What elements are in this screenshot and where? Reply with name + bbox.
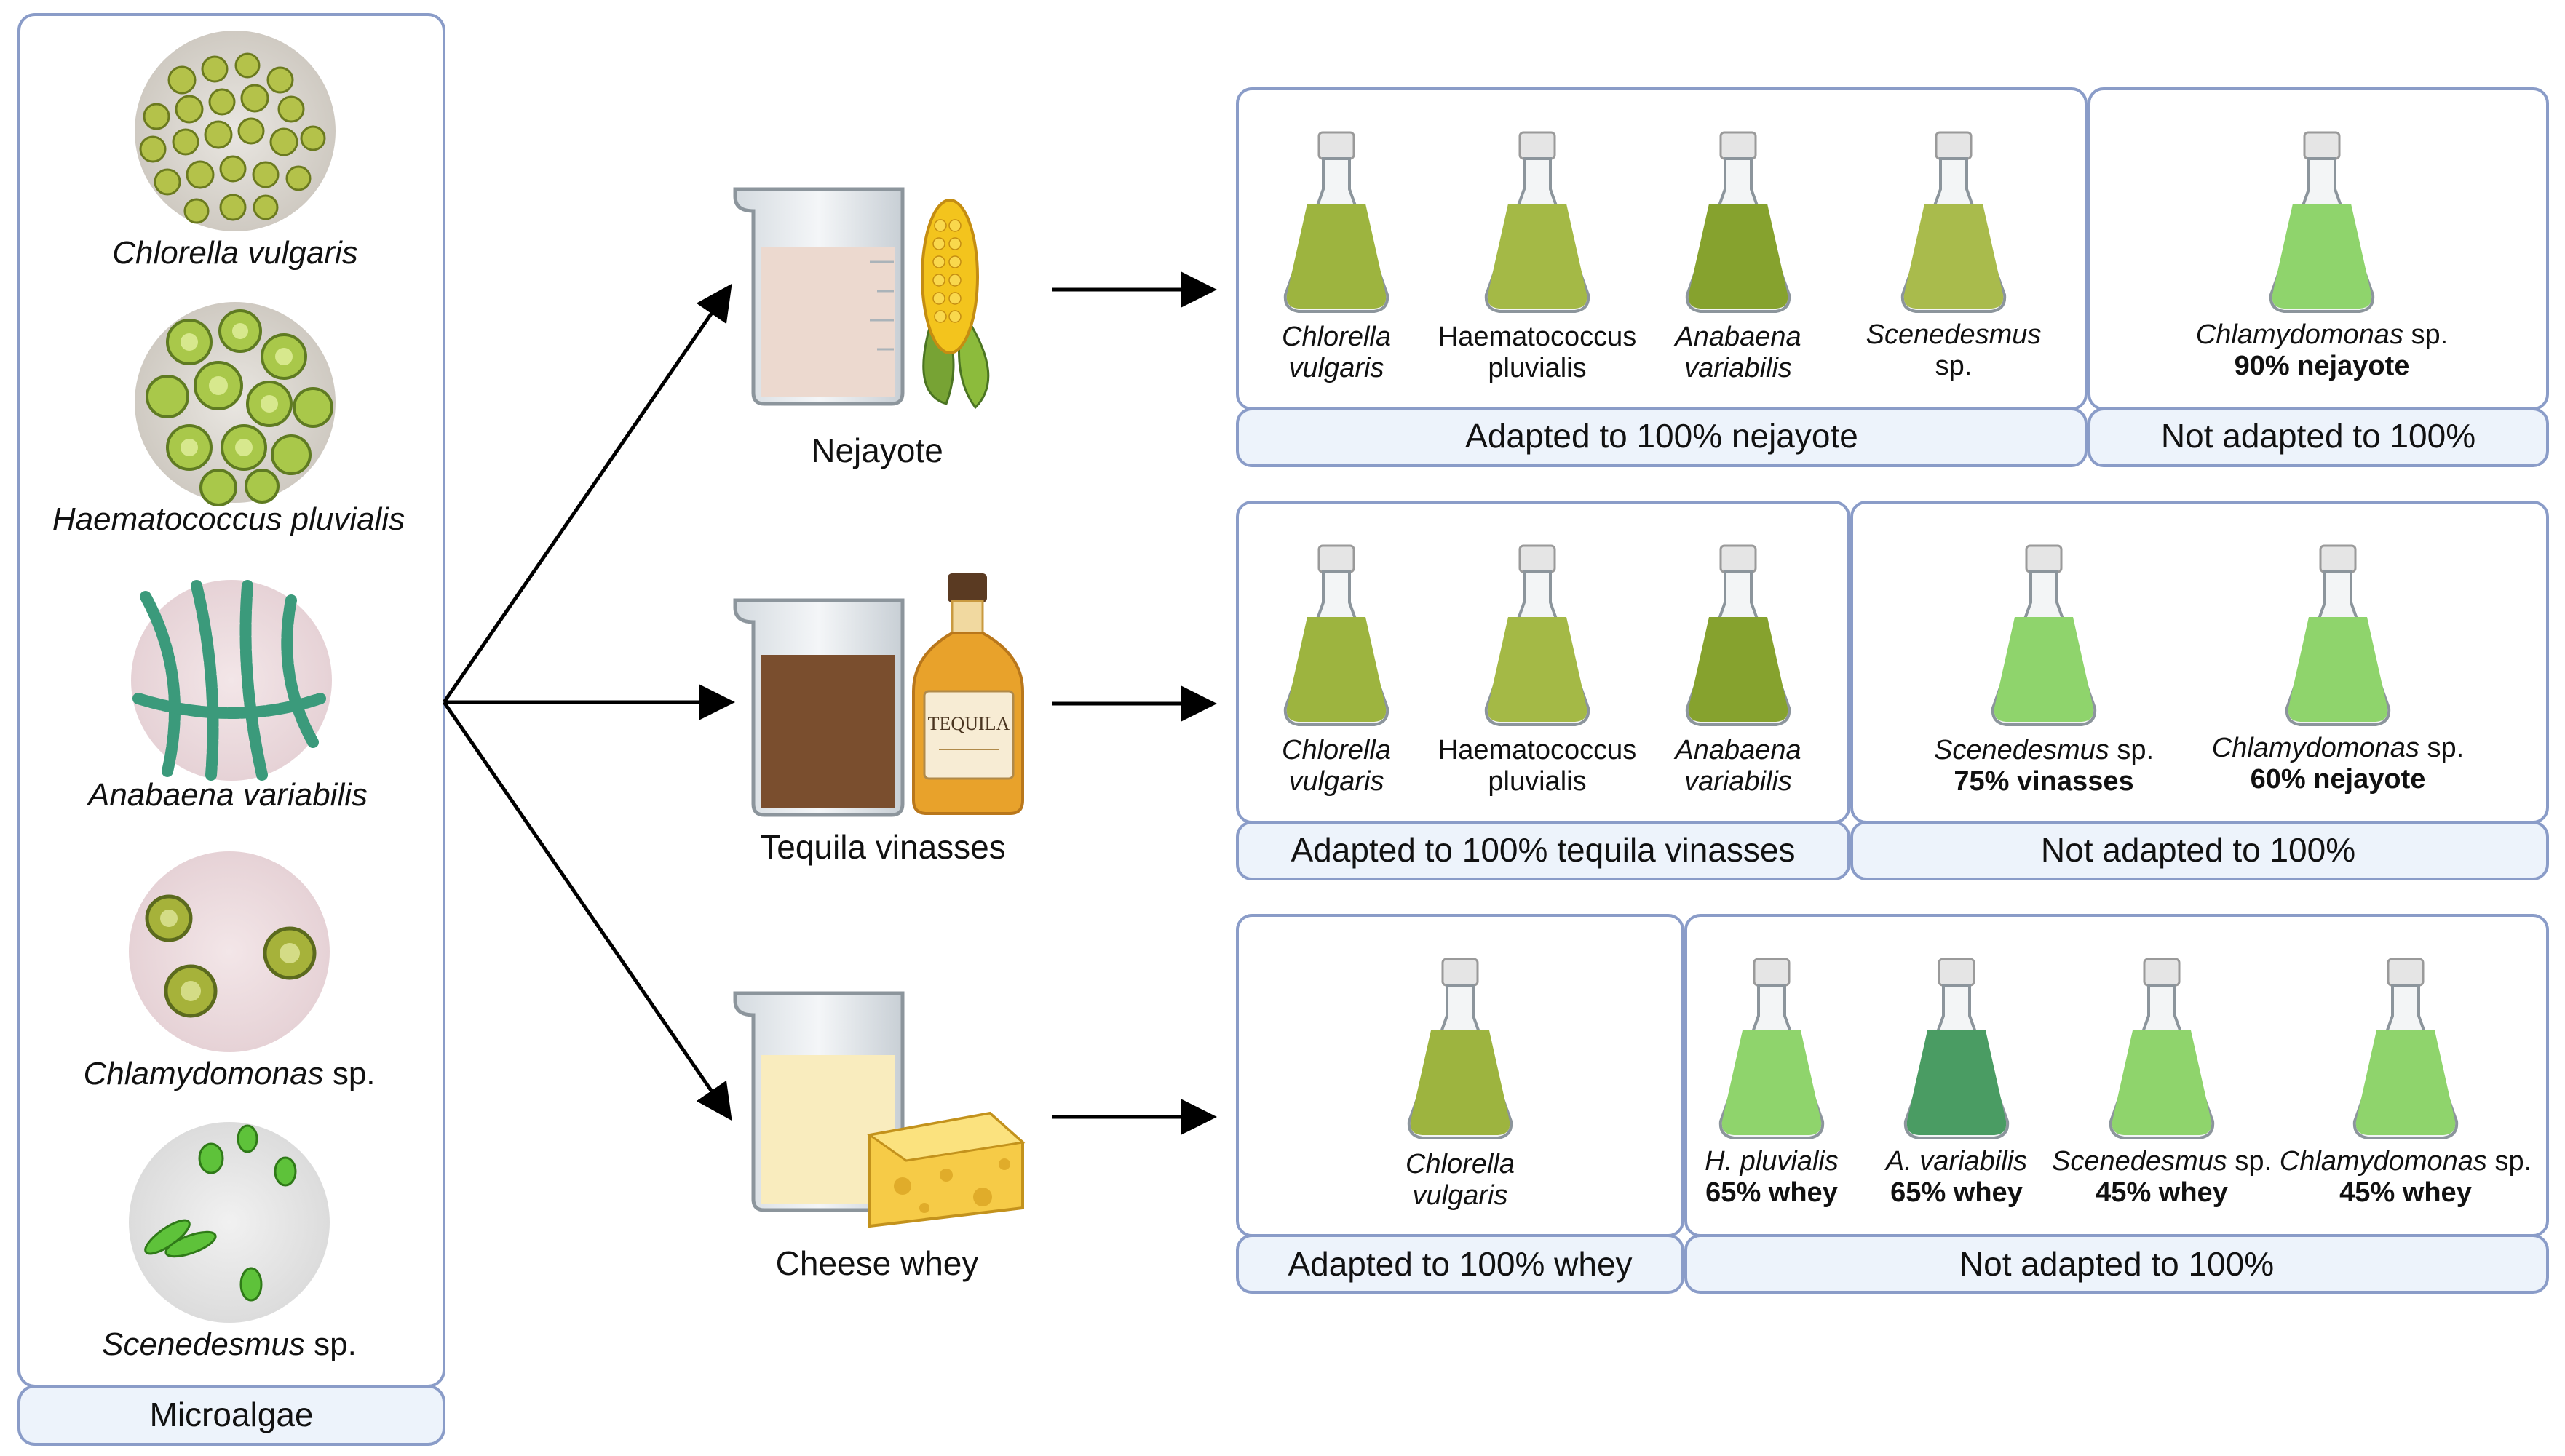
- flask-label-line1: Anabaena: [1673, 735, 1801, 765]
- flask-label-line2: pluvialis: [1488, 353, 1586, 383]
- micrograph-chlamydomonas: [129, 851, 330, 1052]
- flask-icon: [1283, 544, 1389, 726]
- flask-icon: [1283, 131, 1389, 313]
- flask-icon: [1484, 544, 1590, 726]
- flask-label-line1: Anabaena: [1673, 322, 1801, 352]
- not-adapted-label-box: [1684, 1234, 2549, 1294]
- adapted-label-box: [1236, 407, 2088, 467]
- not-adapted-label: Not adapted to 100%: [2161, 417, 2475, 455]
- tolerance-label: 45% whey: [2339, 1177, 2472, 1208]
- tolerance-label: 60% nejayote: [2251, 764, 2426, 795]
- tequila-bottle-icon: TEQUILA: [912, 573, 1024, 815]
- substrate-tequila-vinasses: TEQUILA Tequila vinasses: [733, 573, 1024, 866]
- flask-icon: [2269, 131, 2375, 313]
- flask-label-line1: Chlamydomonas sp.: [2280, 1146, 2532, 1177]
- flask-label-line2: vulgaris: [1289, 766, 1384, 797]
- flask-icon: [2109, 958, 2215, 1139]
- arrow-to-whey: [442, 701, 732, 1121]
- substrate-label-nejayote: Nejayote: [811, 431, 943, 469]
- flask-icon: [1991, 544, 2097, 726]
- flask-label-line1: H. pluvialis: [1705, 1146, 1839, 1177]
- flask-label-line1: Chlorella: [1406, 1149, 1515, 1179]
- species-label-chlamydomonas: Chlamydomonas sp.: [83, 1056, 375, 1091]
- tolerance-label: 65% whey: [1890, 1177, 2023, 1208]
- result-row-nejayote: Adapted to 100% nejayote Not adapted to …: [1236, 87, 2549, 467]
- flask-label-line2: vulgaris: [1413, 1180, 1508, 1211]
- micrograph-anabaena-variabilis: [131, 580, 332, 781]
- substrate-nejayote: Nejayote: [733, 187, 990, 469]
- not-adapted-label: Not adapted to 100%: [1959, 1245, 2274, 1283]
- flask-icon: [1685, 131, 1791, 313]
- beaker-icon: [733, 187, 905, 406]
- adapted-label: Adapted to 100% tequila vinasses: [1291, 831, 1795, 869]
- tequila-label-text: TEQUILA: [928, 713, 1010, 734]
- flask-label-line1: Chlorella: [1282, 322, 1391, 352]
- flask-label-line1: Scenedesmus sp.: [2052, 1146, 2272, 1177]
- micrograph-scenedesmus: [129, 1122, 330, 1323]
- result-row-whey: Adapted to 100% whey Not adapted to 100%: [1236, 914, 2549, 1294]
- tolerance-label: 75% vinasses: [1954, 766, 2133, 797]
- not-adapted-label: Not adapted to 100%: [2041, 831, 2355, 869]
- flask-label-line1: Scenedesmus sp.: [1934, 735, 2154, 765]
- flask-label-line1: Haematococcus: [1438, 322, 1636, 352]
- species-label-haematococcus: Haematococcus pluvialis: [52, 501, 405, 537]
- flask-label-line2: variabilis: [1684, 353, 1792, 383]
- flask-label-line1: Chlamydomonas sp.: [2196, 319, 2448, 350]
- flask-label-line1: A. variabilis: [1884, 1146, 2027, 1177]
- adapted-label: Adapted to 100% nejayote: [1465, 417, 1858, 455]
- flask-icon: [1407, 958, 1513, 1139]
- adapted-label: Adapted to 100% whey: [1288, 1245, 1632, 1283]
- flask-label-line1: Scenedesmus: [1866, 319, 2042, 350]
- result-row-vinasses: Adapted to 100% tequila vinasses Not ada…: [1236, 501, 2549, 880]
- substrate-cheese-whey: Cheese whey: [733, 991, 1026, 1282]
- species-label-anabaena: Anabaena variabilis: [86, 777, 368, 813]
- flask-icon: [1484, 131, 1590, 313]
- flask-label-line1: Chlamydomonas sp.: [2212, 733, 2464, 763]
- not-adapted-label-box: [2088, 407, 2549, 467]
- substrate-label-cheese-whey: Cheese whey: [776, 1244, 979, 1282]
- tolerance-label: 45% whey: [2096, 1177, 2228, 1208]
- flask-icon: [1718, 958, 1825, 1139]
- corn-icon: [921, 199, 990, 410]
- flask-label-line1: Chlorella: [1282, 735, 1391, 765]
- flask-icon: [2352, 958, 2459, 1139]
- flask-icon: [1900, 131, 2007, 313]
- flask-label-line2: sp.: [1935, 351, 1973, 381]
- species-label-scenedesmus: Scenedesmus sp.: [102, 1326, 357, 1362]
- micrograph-chlorella-vulgaris: [135, 31, 336, 231]
- microalgae-label-box: [17, 1385, 445, 1446]
- adapted-label-box: [1236, 1234, 1684, 1294]
- branch-arrows: [442, 271, 1217, 1135]
- flask-label-line1: Haematococcus: [1438, 735, 1636, 765]
- adapted-label-box: [1236, 821, 1850, 880]
- tolerance-label: 65% whey: [1705, 1177, 1838, 1208]
- flask-label-line2: pluvialis: [1488, 766, 1586, 797]
- cheese-icon: [867, 1111, 1026, 1228]
- microalgae-label: Microalgae: [150, 1396, 314, 1433]
- flask-icon: [2285, 544, 2391, 726]
- arrow-to-nejayote: [442, 283, 732, 704]
- not-adapted-label-box: [1850, 821, 2549, 880]
- tolerance-label: 90% nejayote: [2235, 351, 2410, 381]
- flask-label-line2: variabilis: [1684, 766, 1792, 797]
- micrograph-haematococcus-pluvialis: [135, 302, 336, 506]
- species-label-chlorella: Chlorella vulgaris: [112, 235, 357, 271]
- flask-icon: [1685, 544, 1791, 726]
- substrate-label-vinasses: Tequila vinasses: [760, 828, 1006, 866]
- flask-icon: [1903, 958, 2010, 1139]
- flask-label-line2: vulgaris: [1289, 353, 1384, 383]
- beaker-icon: [733, 598, 905, 817]
